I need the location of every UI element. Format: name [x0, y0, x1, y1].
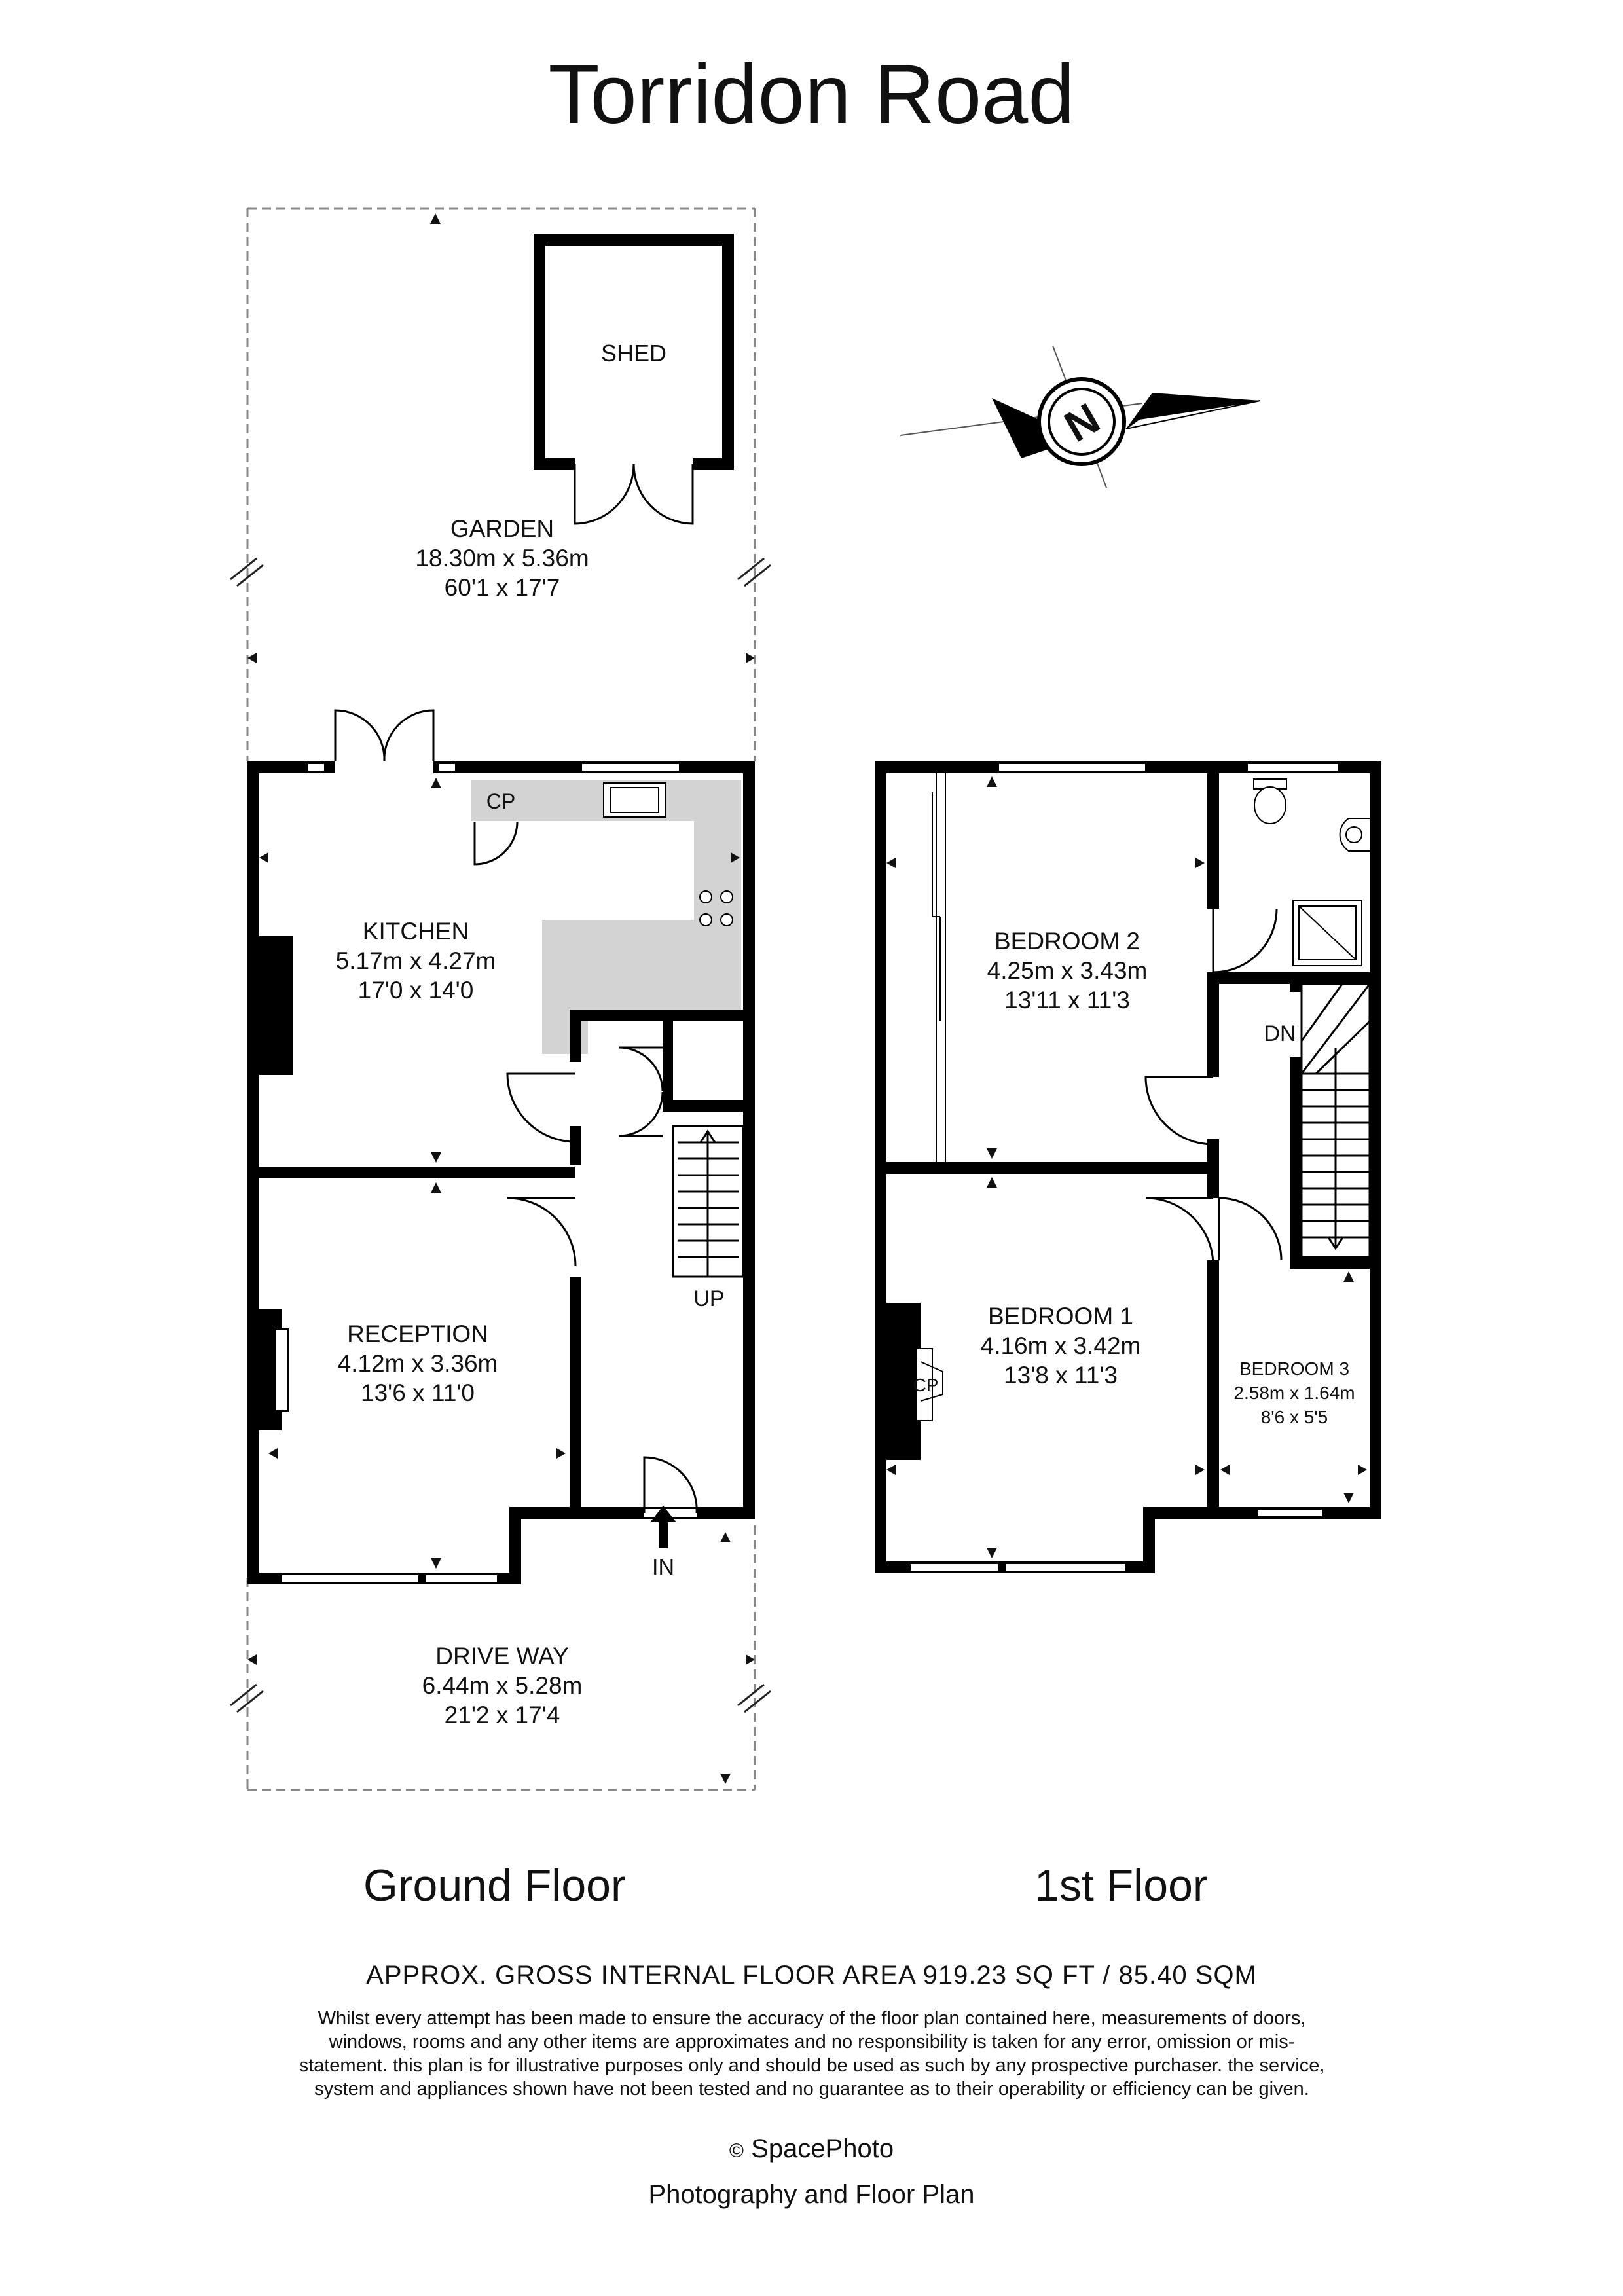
ground-floor-openings [281, 763, 697, 1583]
bedroom1-name: BEDROOM 1 [988, 1303, 1133, 1330]
bedroom2-name: BEDROOM 2 [994, 928, 1140, 955]
disclaimer-text: Whilst every attempt has been made to en… [299, 2008, 1325, 2100]
kitchen-imperial: 17'0 x 14'0 [358, 977, 474, 1004]
stairs-up-label: UP [693, 1286, 724, 1311]
kitchen-cupboard-label: CP [486, 790, 515, 813]
entrance-label: IN [652, 1555, 674, 1580]
bedroom3-metric: 2.58m x 1.64m [1233, 1383, 1355, 1403]
bedroom3-imperial: 8'6 x 5'5 [1261, 1407, 1328, 1427]
copyright-symbol: © [729, 2140, 744, 2162]
driveway-name: DRIVE WAY [435, 1643, 569, 1669]
dimension-arrows [247, 213, 755, 1784]
driveway-imperial: 21'2 x 17'4 [445, 1702, 560, 1728]
reception-imperial: 13'6 x 11'0 [361, 1379, 475, 1406]
kitchen-name: KITCHEN [363, 918, 469, 945]
garden-name: GARDEN [450, 515, 554, 542]
plan-title: Torridon Road [548, 48, 1075, 141]
credit-company: © SpacePhoto [0, 2134, 1623, 2164]
ground-dimension-arrows [259, 778, 740, 1569]
driveway-metric: 6.44m x 5.28m [422, 1672, 583, 1699]
ground-floor-label: Ground Floor [363, 1861, 626, 1910]
shed: SHED [534, 234, 734, 525]
reception-name: RECEPTION [347, 1321, 488, 1347]
bedroom1-imperial: 13'8 x 11'3 [1004, 1362, 1118, 1389]
kitchen-counters [471, 780, 741, 1054]
bedroom1-metric: 4.16m x 3.42m [981, 1332, 1141, 1359]
ground-stairs [672, 1125, 744, 1278]
floor-area-summary: APPROX. GROSS INTERNAL FLOOR AREA 919.23… [366, 1961, 1257, 1990]
garden-boundary [246, 207, 756, 761]
bathroom-fixtures [1253, 778, 1370, 966]
bedroom2-wardrobe [932, 773, 946, 1162]
bedroom2-metric: 4.25m x 3.43m [987, 957, 1148, 984]
entrance-arrow [650, 1506, 676, 1548]
bedroom2-imperial: 13'11 x 11'3 [1004, 987, 1130, 1013]
first-dimension-arrows [886, 776, 1367, 1558]
bedroom1-cupboard-label: CP [913, 1375, 939, 1395]
company-name: SpacePhoto [751, 2134, 894, 2163]
first-floor-stairs [1300, 983, 1371, 1258]
stairs-down-label: DN [1264, 1021, 1296, 1046]
garden-metric: 18.30m x 5.36m [415, 545, 589, 572]
bedroom3-name: BEDROOM 3 [1239, 1358, 1349, 1379]
garden-imperial: 60'1 x 17'7 [445, 574, 560, 601]
boundary-break-marks [230, 557, 771, 1713]
kitchen-garden-doors [334, 709, 435, 762]
first-floor-openings [909, 763, 1340, 1572]
kitchen-hob [699, 890, 733, 926]
ground-floor-walls [247, 761, 755, 1584]
north-compass: N [900, 345, 1261, 488]
first-floor-walls [875, 761, 1381, 1573]
credit-service: Photography and Floor Plan [648, 2180, 975, 2209]
shed-label: SHED [601, 340, 666, 367]
kitchen-metric: 5.17m x 4.27m [336, 947, 496, 974]
first-floor: BEDROOM 2 4.25m x 3.43m 13'11 x 11'3 BED… [875, 761, 1381, 1573]
kitchen-sink [603, 782, 666, 818]
driveway-boundary [246, 1525, 756, 1791]
reception-metric: 4.12m x 3.36m [338, 1350, 498, 1377]
first-floor-label: 1st Floor [1034, 1861, 1208, 1910]
ground-floor: CP KITCHEN 5.17m x 4.27m 17'0 x 14'0 REC… [247, 515, 755, 1728]
